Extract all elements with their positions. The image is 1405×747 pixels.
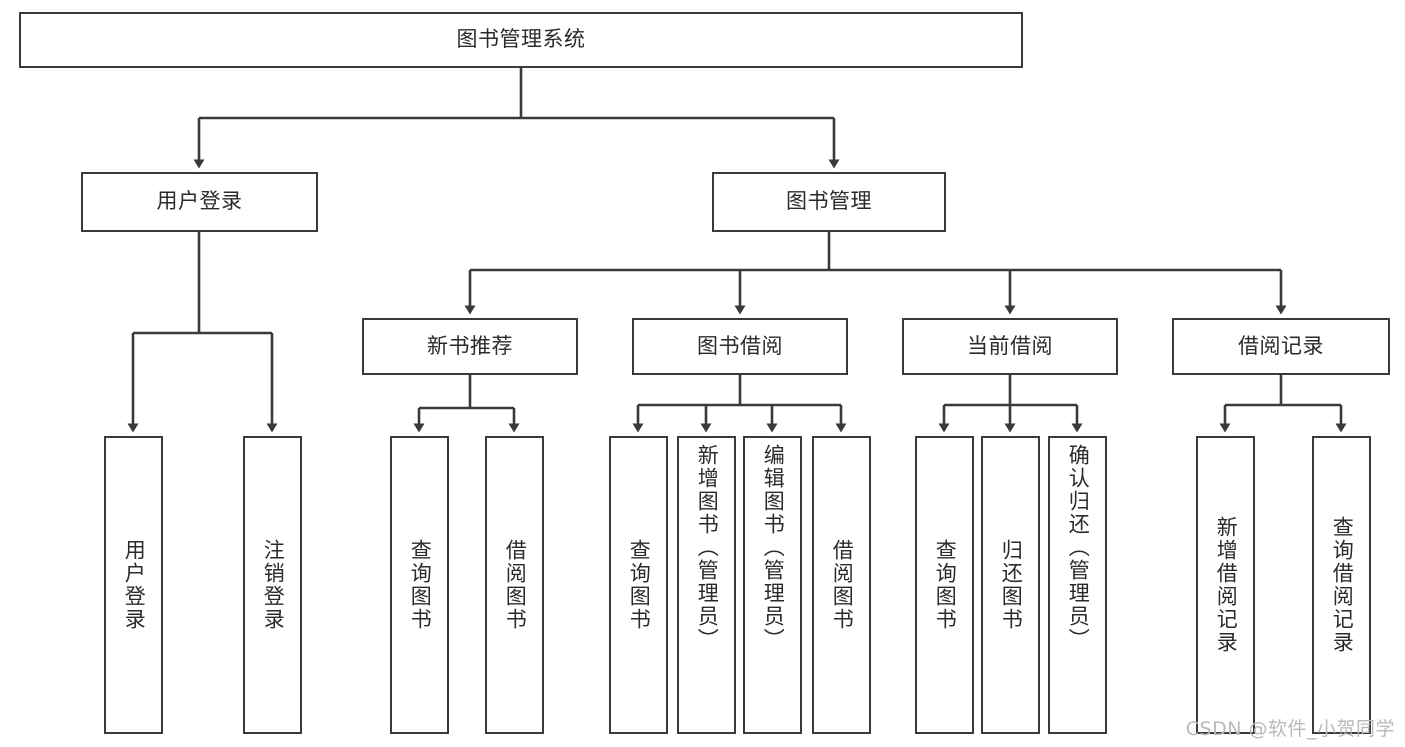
node-book-borrow[interactable]: 图书借阅: [632, 318, 848, 375]
node-book-management-label: 图书管理: [786, 189, 872, 214]
node-leaf-logout-login-label: 注销登录: [261, 539, 286, 631]
node-leaf-add-record-label: 新增借阅记录: [1214, 516, 1239, 654]
node-root-label: 图书管理系统: [456, 27, 586, 52]
node-leaf-borrow-book-2[interactable]: 借阅图书: [812, 436, 871, 734]
node-current-borrow-label: 当前借阅: [967, 333, 1053, 358]
node-leaf-query-book-2-label: 查询图书: [627, 539, 652, 631]
node-user-login[interactable]: 用户登录: [81, 172, 318, 232]
node-borrow-record[interactable]: 借阅记录: [1172, 318, 1390, 375]
node-leaf-add-book[interactable]: 新增图书（管理员）: [677, 436, 736, 734]
node-leaf-query-book-3[interactable]: 查询图书: [915, 436, 974, 734]
node-leaf-edit-book-label: 编辑图书（管理员）: [761, 444, 786, 651]
node-current-borrow[interactable]: 当前借阅: [902, 318, 1118, 375]
node-leaf-borrow-book-1[interactable]: 借阅图书: [485, 436, 544, 734]
node-leaf-user-login[interactable]: 用户登录: [104, 436, 163, 734]
node-leaf-return-book[interactable]: 归还图书: [981, 436, 1040, 734]
node-leaf-return-book-label: 归还图书: [999, 539, 1024, 631]
node-new-book-recommend-label: 新书推荐: [427, 333, 513, 358]
node-leaf-query-book-1[interactable]: 查询图书: [390, 436, 449, 734]
node-leaf-query-book-1-label: 查询图书: [408, 539, 433, 631]
node-leaf-add-record[interactable]: 新增借阅记录: [1196, 436, 1255, 734]
node-leaf-query-book-3-label: 查询图书: [933, 539, 958, 631]
node-leaf-edit-book[interactable]: 编辑图书（管理员）: [743, 436, 802, 734]
node-leaf-confirm-return[interactable]: 确认归还（管理员）: [1048, 436, 1107, 734]
node-leaf-borrow-book-1-label: 借阅图书: [503, 539, 528, 631]
node-leaf-borrow-book-2-label: 借阅图书: [830, 539, 855, 631]
node-leaf-user-login-label: 用户登录: [122, 539, 147, 631]
node-book-management[interactable]: 图书管理: [712, 172, 946, 232]
node-leaf-logout-login[interactable]: 注销登录: [243, 436, 302, 734]
node-leaf-query-record-label: 查询借阅记录: [1330, 516, 1355, 654]
node-leaf-query-book-2[interactable]: 查询图书: [609, 436, 668, 734]
node-root[interactable]: 图书管理系统: [19, 12, 1023, 68]
node-leaf-query-record[interactable]: 查询借阅记录: [1312, 436, 1371, 734]
node-borrow-record-label: 借阅记录: [1238, 333, 1324, 358]
node-book-borrow-label: 图书借阅: [697, 333, 783, 358]
node-user-login-label: 用户登录: [156, 189, 243, 214]
node-new-book-recommend[interactable]: 新书推荐: [362, 318, 578, 375]
node-leaf-confirm-return-label: 确认归还（管理员）: [1066, 444, 1091, 651]
node-leaf-add-book-label: 新增图书（管理员）: [695, 444, 720, 651]
